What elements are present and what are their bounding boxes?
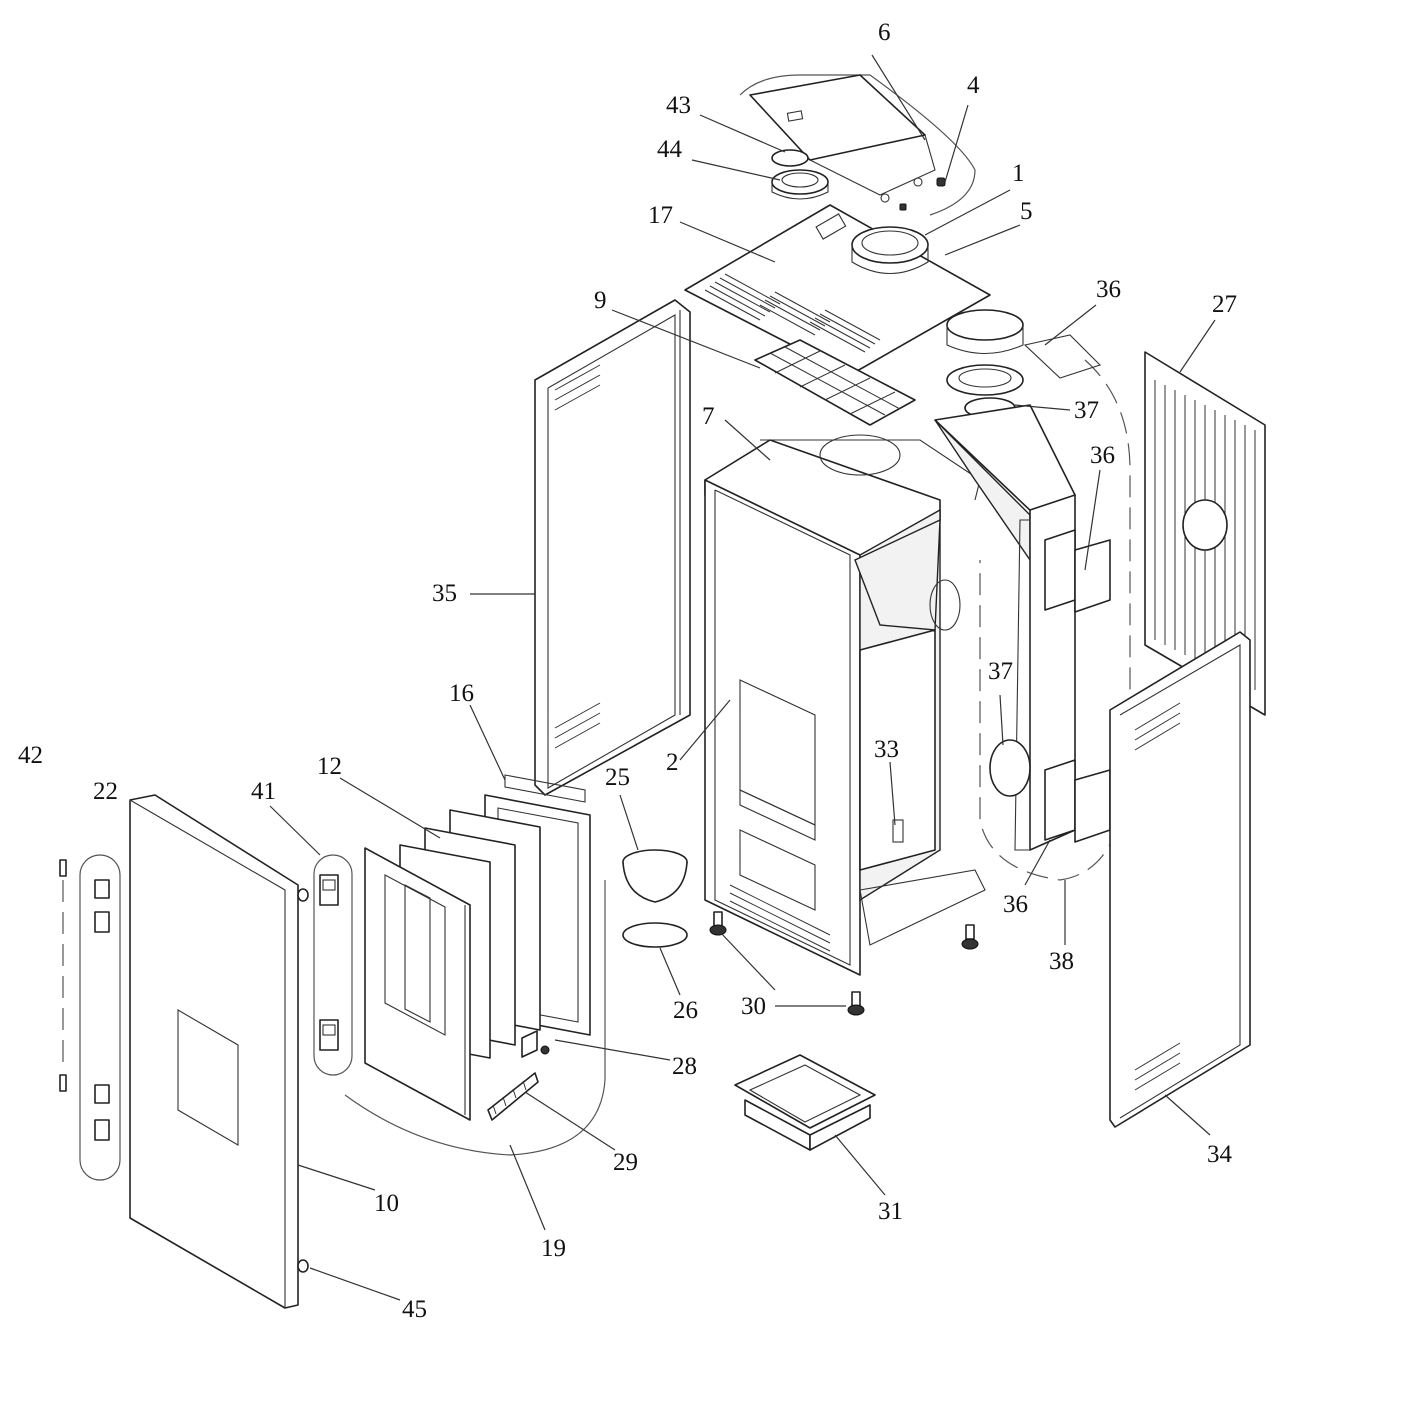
right-side-panel-34	[1109, 631, 1251, 1128]
left-side-panel-35	[534, 299, 691, 796]
callout-27: 27	[1212, 291, 1237, 318]
callout-42: 42	[18, 742, 43, 769]
callout-34: 34	[1207, 1141, 1233, 1168]
stove-body	[704, 434, 986, 976]
group-outline-hinges-22	[79, 854, 121, 1181]
callout-17: 17	[648, 202, 673, 229]
callout-10: 10	[374, 1190, 399, 1217]
callout-6: 6	[878, 19, 891, 46]
top-grille-panel-17	[684, 204, 991, 376]
callout-2: 2	[666, 749, 679, 776]
callout-31: 31	[878, 1198, 903, 1225]
pins-42	[59, 859, 67, 1092]
callout-36-bottom: 36	[1003, 891, 1028, 918]
flue-duct	[934, 404, 1111, 851]
callout-36-mid: 36	[1090, 442, 1115, 469]
mesh-grid-9	[754, 339, 916, 426]
heating-element-29	[487, 1072, 539, 1121]
callout-12: 12	[317, 753, 342, 780]
hinges-41	[319, 874, 339, 1051]
callout-45: 45	[402, 1296, 427, 1323]
callout-35: 35	[432, 580, 457, 607]
door-19	[364, 847, 471, 1121]
callout-7: 7	[702, 403, 715, 430]
callout-33: 33	[874, 736, 899, 763]
group-outline-hinges-41	[313, 854, 353, 1076]
burn-pot-25	[622, 849, 688, 903]
callout-37-mid: 37	[988, 658, 1013, 685]
top-cover-plate-6	[749, 74, 936, 203]
flue-collar-1	[851, 226, 929, 275]
callout-37-top: 37	[1074, 397, 1099, 424]
callout-41: 41	[251, 778, 276, 805]
callout-36-top: 36	[1096, 276, 1121, 303]
rear-grille-panel-27	[1144, 351, 1266, 716]
hinges-22	[94, 879, 110, 1141]
callout-16: 16	[449, 680, 474, 707]
ring-43	[771, 149, 809, 167]
gasket-26	[622, 922, 688, 948]
callout-29: 29	[613, 1149, 638, 1176]
knob-4	[936, 177, 946, 187]
group-outline-door-19	[344, 880, 606, 1156]
callout-labels: 6 4 43 44 1 17 5 36 27 9 37 7 36 35 16 3…	[18, 19, 1237, 1323]
ring-44	[771, 169, 829, 200]
latch-28	[521, 1030, 550, 1058]
callout-9: 9	[594, 287, 607, 314]
callout-25: 25	[605, 764, 630, 791]
callout-4: 4	[967, 72, 980, 99]
callout-26: 26	[673, 997, 698, 1024]
callout-22: 22	[93, 778, 118, 805]
callout-38: 38	[1049, 948, 1074, 975]
callout-19: 19	[541, 1235, 566, 1262]
callout-28: 28	[672, 1053, 697, 1080]
ash-drawer-31	[734, 1054, 876, 1151]
group-outline-top-cover	[739, 74, 976, 216]
knob-4b	[899, 203, 907, 211]
callout-43: 43	[666, 92, 691, 119]
callout-30: 30	[741, 993, 766, 1020]
feet-30	[709, 911, 979, 1016]
callout-1: 1	[1012, 160, 1025, 187]
callout-44: 44	[657, 136, 683, 163]
leader-lines	[269, 54, 1216, 1301]
callout-5: 5	[1020, 198, 1033, 225]
front-panel-10	[129, 794, 309, 1309]
